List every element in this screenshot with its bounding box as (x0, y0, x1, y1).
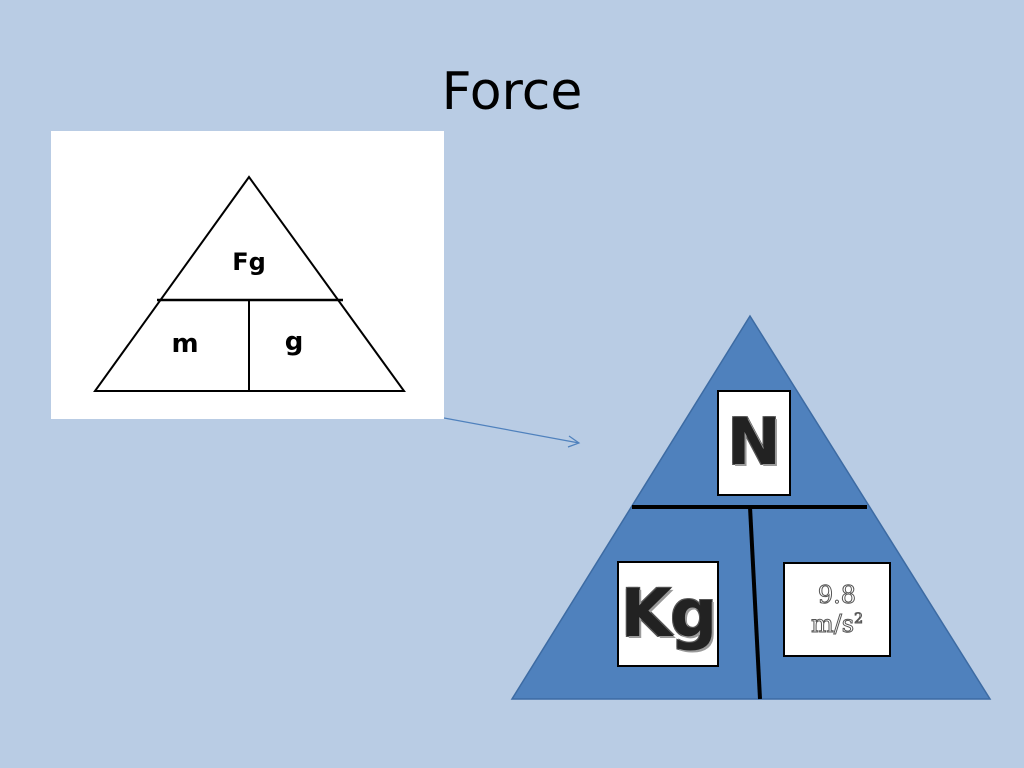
formula-bottom-left-label: m (171, 329, 198, 359)
unit-kilogram-label: Kg (620, 575, 717, 652)
unit-box-newton: N (717, 390, 791, 496)
gravity-value: 9.8 (817, 580, 857, 609)
formula-triangle: Fg m g (93, 175, 406, 392)
arrow-head-icon (567, 435, 581, 448)
unit-box-kilogram: Kg (617, 561, 719, 667)
arrow-connector (443, 417, 581, 448)
unit-newton-label: N (727, 406, 781, 480)
unit-box-gravity: 9.8 m/s2 (783, 562, 891, 657)
units-triangle-vertical-divider (748, 506, 762, 700)
formula-bottom-right-label: g (285, 327, 304, 357)
formula-top-label: Fg (232, 248, 266, 276)
slide-title: Force (441, 62, 583, 122)
gravity-unit-exponent: 2 (854, 610, 864, 627)
gravity-unit-line: m/s2 (810, 609, 864, 639)
units-triangle (510, 314, 992, 700)
gravity-value-block: 9.8 m/s2 (810, 580, 864, 639)
arrow-line (443, 417, 580, 444)
gravity-unit: m/s (810, 609, 855, 638)
